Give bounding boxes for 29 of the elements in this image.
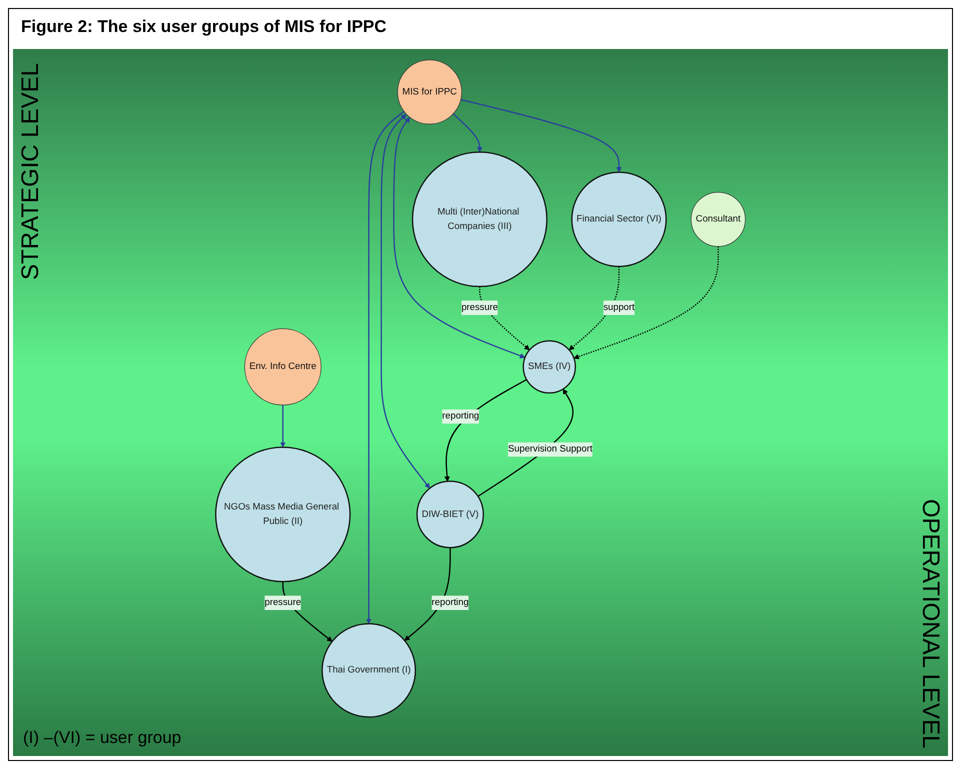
arrow: [393, 117, 526, 358]
edge-label: pressure: [264, 596, 302, 608]
arrow: [479, 286, 530, 350]
node-circle: [412, 152, 548, 288]
level-label: STRATEGIC LEVEL: [17, 63, 45, 280]
node-circle: [244, 328, 322, 406]
node-circle: [571, 172, 667, 268]
arrow: [568, 266, 620, 350]
node-circle: [397, 60, 462, 124]
arrow: [366, 110, 404, 624]
arrow: [574, 246, 719, 360]
diagram-background: pressure support reporting Supervision Support pressure reporting NGOs Mass Media General Public (II) Thai Government (I) Multi (Inter)National Companies (III) Env. Info Centre MIS for IPPC DIW-BIET (V) Financial Sector (VI) SMEs (IV) Consultant STRATEGIC LEVEL OPERATIONAL LEVEL (I) –(VI) = user group: [13, 49, 948, 756]
node-circle: [416, 480, 484, 548]
legend-note: (I) –(VI) = user group: [23, 728, 182, 748]
edge-label: reporting: [432, 596, 469, 608]
edge-label: pressure: [461, 302, 498, 312]
level-label: OPERATIONAL LEVEL: [916, 498, 944, 748]
arrow: [380, 114, 430, 489]
node-circle: [522, 340, 576, 394]
arrow: [460, 99, 622, 172]
node-circle: [690, 192, 746, 247]
edge-label: Supervision Support: [508, 444, 592, 454]
arrow: [280, 405, 286, 448]
arrow: [452, 113, 482, 152]
figure-title: Figure 2: The six user groups of MIS for IPPC: [21, 17, 387, 37]
node-circle: [215, 446, 351, 582]
edge-label: support: [603, 302, 635, 312]
edge-label: reporting: [442, 410, 480, 422]
node-circle: [322, 623, 416, 718]
